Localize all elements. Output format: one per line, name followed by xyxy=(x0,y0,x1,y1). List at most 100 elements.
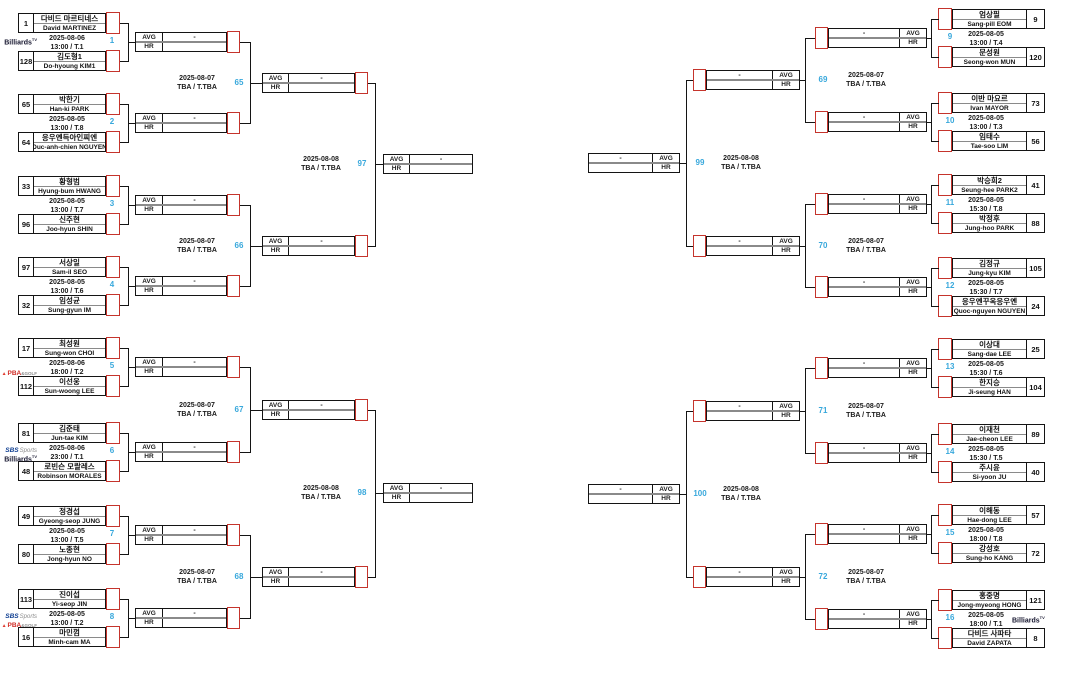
avg-label: AVG xyxy=(142,278,156,285)
bracket-line xyxy=(120,142,128,143)
bracket-line xyxy=(805,619,815,620)
match-date: 2025-08-06 xyxy=(49,35,85,42)
match-slot: TBA / T.TBA xyxy=(301,165,341,172)
bracket-line xyxy=(128,367,135,368)
hr-value xyxy=(829,368,899,377)
match-date: 2025-08-05 xyxy=(49,116,85,123)
hr-value xyxy=(829,204,899,213)
hr-label: HR xyxy=(391,165,402,172)
hr-label: HR xyxy=(270,83,281,91)
bracket-line xyxy=(931,349,932,388)
match-number: 72 xyxy=(818,571,828,581)
player-score-cell xyxy=(106,460,120,482)
sbs-logo-text: SBS xyxy=(5,613,19,620)
avg-value: - xyxy=(193,359,196,366)
bracket-line xyxy=(368,82,375,84)
match-slot: TBA / T.TBA xyxy=(177,83,217,91)
player-name-kr: 주시윤 xyxy=(953,463,1026,473)
row-divider xyxy=(707,79,799,81)
player-seed: 57 xyxy=(1026,506,1044,524)
avg-hr-value-cell: - xyxy=(589,485,652,503)
score-cell xyxy=(355,398,368,421)
bracket-line xyxy=(120,516,128,517)
player-name-kr: 엄상필 xyxy=(953,10,1026,20)
player-seed: 16 xyxy=(19,628,34,646)
score-cell xyxy=(815,523,828,545)
player-score-cell xyxy=(106,543,120,565)
avg-hr-value-cell: - xyxy=(289,74,354,92)
player-name-kr: 박한기 xyxy=(34,95,105,105)
hr-value xyxy=(829,534,899,543)
match-slot: TBA / T.TBA xyxy=(721,494,761,502)
hr-value xyxy=(589,163,652,172)
avg-label: AVG xyxy=(906,30,920,37)
bracket-line xyxy=(680,493,686,495)
score-cell xyxy=(227,607,240,629)
player-name-kr: 홍중명 xyxy=(953,591,1026,601)
player-seed: 17 xyxy=(19,339,34,357)
avg-label: AVG xyxy=(142,359,156,366)
match-date: 2025-08-05 xyxy=(968,31,1004,38)
player-name-en: Yi-seop JIN xyxy=(51,600,88,608)
row-divider xyxy=(136,41,226,43)
score-cell xyxy=(815,193,828,215)
player-seed: 8 xyxy=(1026,629,1044,647)
hr-label: HR xyxy=(908,535,918,542)
avg-label: AVG xyxy=(779,568,793,576)
avg-hr-value-cell: - xyxy=(707,237,772,255)
pba-golf-logo-text: &GOLF xyxy=(21,623,37,628)
bracket-line xyxy=(931,185,932,224)
score-cell xyxy=(227,356,240,378)
billiards-logo-text: Billiards xyxy=(4,39,32,47)
hr-label: HR xyxy=(781,81,791,88)
bracket-line xyxy=(927,38,931,39)
match-date: 2025-08-08 xyxy=(723,154,759,162)
player-name-kr: 마민껌 xyxy=(34,628,105,638)
bracket-line xyxy=(686,80,687,247)
match-slot: 23:00 / T.1 xyxy=(50,454,84,461)
player-name-kr: 이재천 xyxy=(953,425,1026,435)
player-name-kr: 정경섭 xyxy=(34,507,105,517)
match-number: 5 xyxy=(109,361,115,370)
player-name-kr: 진이섭 xyxy=(34,590,105,600)
hr-value xyxy=(410,164,472,173)
pba-logo-icon: ▲ xyxy=(1,371,7,377)
row-divider xyxy=(707,575,799,578)
player-score-cell xyxy=(106,175,120,197)
avg-label: AVG xyxy=(389,485,404,492)
player-score-cell xyxy=(938,461,952,483)
hr-label: HR xyxy=(661,163,671,171)
avg-hr-value-cell: - xyxy=(289,568,354,586)
player-name-en: Hyung-bum HWANG xyxy=(38,187,101,195)
player-name-en: Jong-myeong HONG xyxy=(957,601,1022,609)
bracket-line xyxy=(931,57,939,58)
player-name-en: Jun-tae KIM xyxy=(51,434,88,442)
player-seed: 112 xyxy=(19,377,34,395)
player-score-cell xyxy=(938,212,952,234)
hr-value xyxy=(829,619,899,628)
match-number: 68 xyxy=(234,571,244,581)
match-date: 2025-08-05 xyxy=(968,361,1004,368)
bracket-line xyxy=(931,600,939,601)
bracket-line xyxy=(927,204,931,205)
score-cell xyxy=(815,276,828,298)
player-name-kr: 이해동 xyxy=(953,506,1026,516)
match-date: 2025-08-07 xyxy=(848,402,884,410)
match-date: 2025-08-07 xyxy=(179,401,215,409)
player-seed: 48 xyxy=(19,462,34,480)
player-name-kr: 서상일 xyxy=(34,258,105,268)
